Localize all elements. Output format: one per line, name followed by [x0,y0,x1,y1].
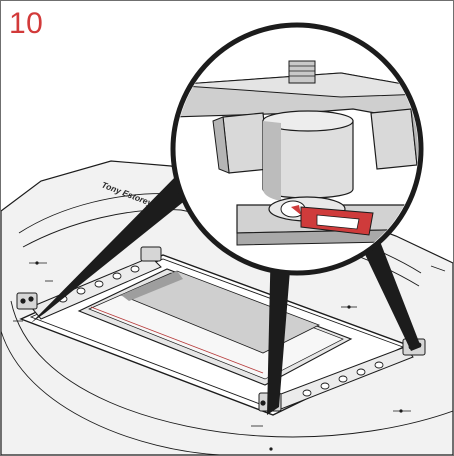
red-release-tab [291,205,374,236]
magnifier-callout [170,22,424,276]
step-number: 10 [9,7,44,40]
